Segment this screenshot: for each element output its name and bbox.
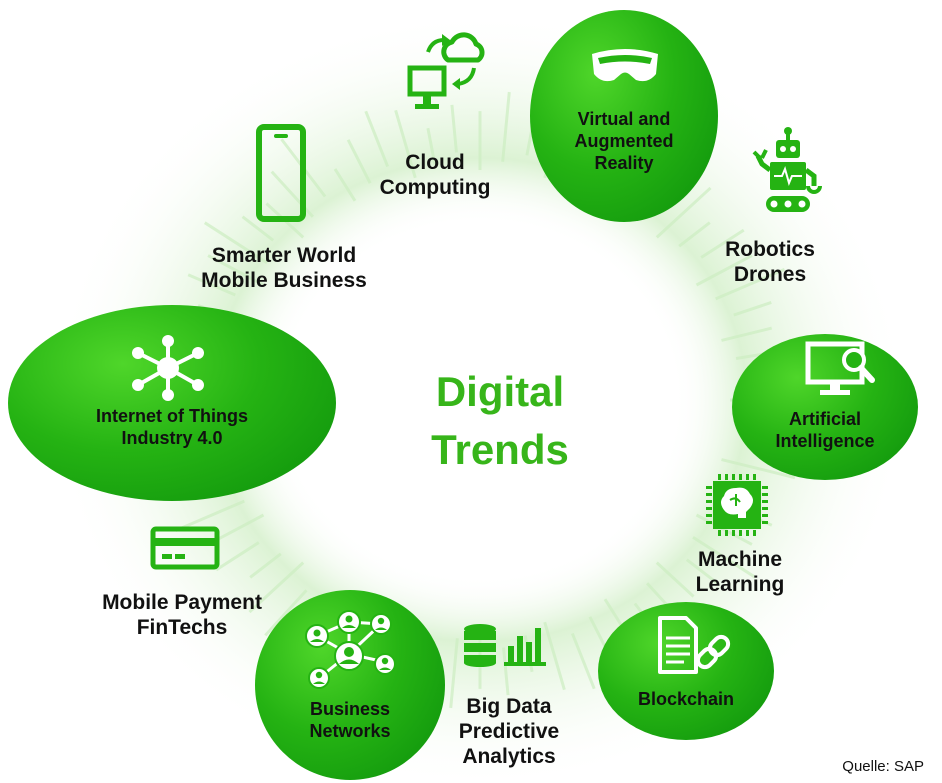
ring-tick xyxy=(426,127,437,165)
ring-tick xyxy=(450,104,458,153)
ring-tick xyxy=(501,91,511,162)
ring-tick xyxy=(449,638,459,709)
trend-mobile-payment-fintechs: Mobile Payment FinTechs xyxy=(62,590,302,640)
ring-tick xyxy=(207,254,265,287)
trend-label-line: Big Data xyxy=(466,695,552,718)
trend-label-line: Reality xyxy=(594,153,654,173)
robot-icon xyxy=(752,127,822,212)
trend-label-line: Internet of Things xyxy=(96,406,248,426)
ring-tick xyxy=(264,589,308,637)
ring-tick xyxy=(270,170,314,218)
trend-label-line: Intelligence xyxy=(775,431,875,451)
vr-headset-icon xyxy=(592,49,658,82)
trend-blockchain: Blockchain xyxy=(598,602,774,740)
brain-chip-icon xyxy=(706,474,768,536)
ring-tick xyxy=(570,632,596,690)
trend-label: Virtual and Augmented Reality xyxy=(530,108,718,174)
people-network-icon xyxy=(305,610,396,689)
trend-machine-learning: Machine Learning xyxy=(670,547,810,597)
trend-label-line: Robotics xyxy=(725,238,815,261)
database-chart-icon xyxy=(464,624,546,667)
ring-tick xyxy=(733,301,772,317)
ring-tick xyxy=(685,558,719,585)
trend-internet-of-things: Internet of Things Industry 4.0 xyxy=(8,305,336,501)
ring-tick xyxy=(695,513,753,546)
ring-tick xyxy=(655,186,712,239)
trend-label: Blockchain xyxy=(598,688,774,710)
trend-virtual-augmented-reality: Virtual and Augmented Reality xyxy=(530,10,718,222)
cloud-sync-monitor-icon xyxy=(407,32,485,109)
trend-label-line: Learning xyxy=(695,573,785,596)
trend-label-line: Cloud xyxy=(405,151,465,174)
ring-tick xyxy=(241,215,275,242)
trend-label-line: Predictive xyxy=(458,720,560,743)
trend-label: Internet of Things Industry 4.0 xyxy=(8,405,336,449)
hub-nodes-icon xyxy=(132,335,204,401)
ring-tick xyxy=(721,458,796,480)
ring-tick xyxy=(721,326,773,342)
ring-tick xyxy=(249,552,282,579)
trend-smarter-world-mobile-business: Smarter World Mobile Business xyxy=(168,243,400,293)
smartphone-icon xyxy=(256,124,306,222)
trend-label-line: Smarter World xyxy=(211,244,357,267)
trend-label-line: Industry 4.0 xyxy=(121,428,223,448)
ring-tick xyxy=(215,541,260,572)
trend-label: Business Networks xyxy=(255,698,445,742)
ring-tick xyxy=(364,110,390,168)
trend-label-line: Computing xyxy=(379,176,491,199)
trend-big-data-predictive-analytics: Big Data Predictive Analytics xyxy=(434,694,584,769)
trend-label-line: Drones xyxy=(733,263,807,286)
source-credit: Quelle: SAP xyxy=(842,758,924,775)
credit-card-icon xyxy=(150,526,220,570)
ring-tick xyxy=(678,221,711,248)
trend-label-line: FinTechs xyxy=(136,616,228,639)
ring-tick xyxy=(346,139,372,184)
trend-label-line: Machine xyxy=(697,548,783,571)
trend-label-line: Augmented xyxy=(574,131,674,151)
center-title-line-2: Trends xyxy=(431,426,569,473)
trend-label-line: Networks xyxy=(309,721,391,741)
trend-robotics-drones: Robotics Drones xyxy=(700,237,840,287)
ring-tick xyxy=(695,254,753,287)
ring-tick xyxy=(655,561,695,598)
ring-tick xyxy=(692,535,757,579)
trend-label-line: Artificial xyxy=(788,409,862,429)
ring-tick xyxy=(187,273,236,297)
trend-label-line: Mobile Business xyxy=(201,269,367,292)
trend-label: Artificial Intelligence xyxy=(732,408,918,452)
trend-business-networks: Business Networks xyxy=(255,590,445,780)
trend-label-line: Blockchain xyxy=(637,689,735,709)
document-chain-icon xyxy=(658,616,731,674)
ring-tick xyxy=(394,109,417,179)
trend-cloud-computing: Cloud Computing xyxy=(360,150,510,200)
ring-tick xyxy=(700,228,745,259)
ring-tick xyxy=(715,267,786,301)
trend-label-line: Mobile Payment xyxy=(102,591,262,614)
ring-tick xyxy=(248,561,305,614)
ring-tick xyxy=(203,221,268,265)
ring-tick xyxy=(333,168,357,202)
monitor-search-icon xyxy=(805,341,875,395)
ring-tick xyxy=(543,621,566,691)
ring-tick xyxy=(502,647,510,696)
trend-label-line: Business xyxy=(309,699,391,719)
center-title: Digital Trends xyxy=(400,363,600,479)
center-title-line-1: Digital xyxy=(435,368,565,415)
trend-artificial-intelligence: Artificial Intelligence xyxy=(732,334,918,480)
trend-label-line: Virtual and xyxy=(577,109,671,129)
trend-label-line: Analytics xyxy=(462,745,556,768)
ring-tick xyxy=(174,499,245,533)
